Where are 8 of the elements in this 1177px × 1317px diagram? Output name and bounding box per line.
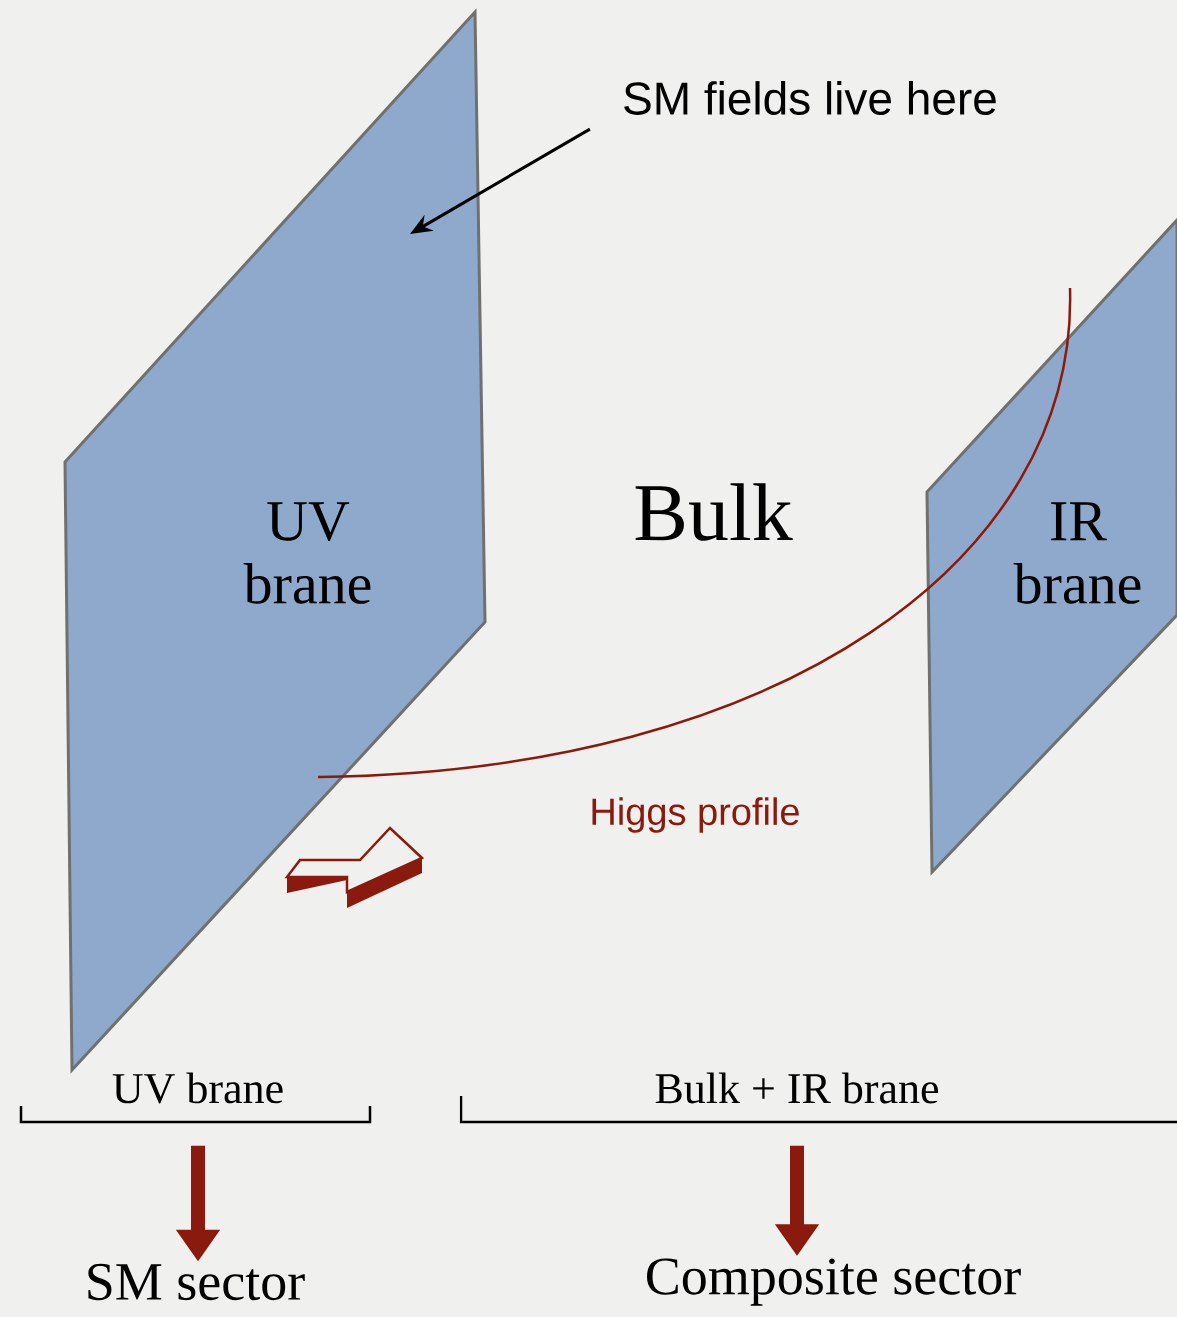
sector-label: SM sector xyxy=(88,1263,305,1301)
sector-label: Composite sector xyxy=(647,1258,1021,1306)
higgs-profile-curve xyxy=(317,287,1072,779)
annotation-text: SM fields live here xyxy=(624,81,996,115)
bracket-label: Bulk + IR brane xyxy=(655,1072,939,1104)
region-label: Bulk xyxy=(635,483,793,541)
edge-label: Higgs profile xyxy=(587,795,803,835)
bracket-label: UV brane xyxy=(112,1072,283,1104)
